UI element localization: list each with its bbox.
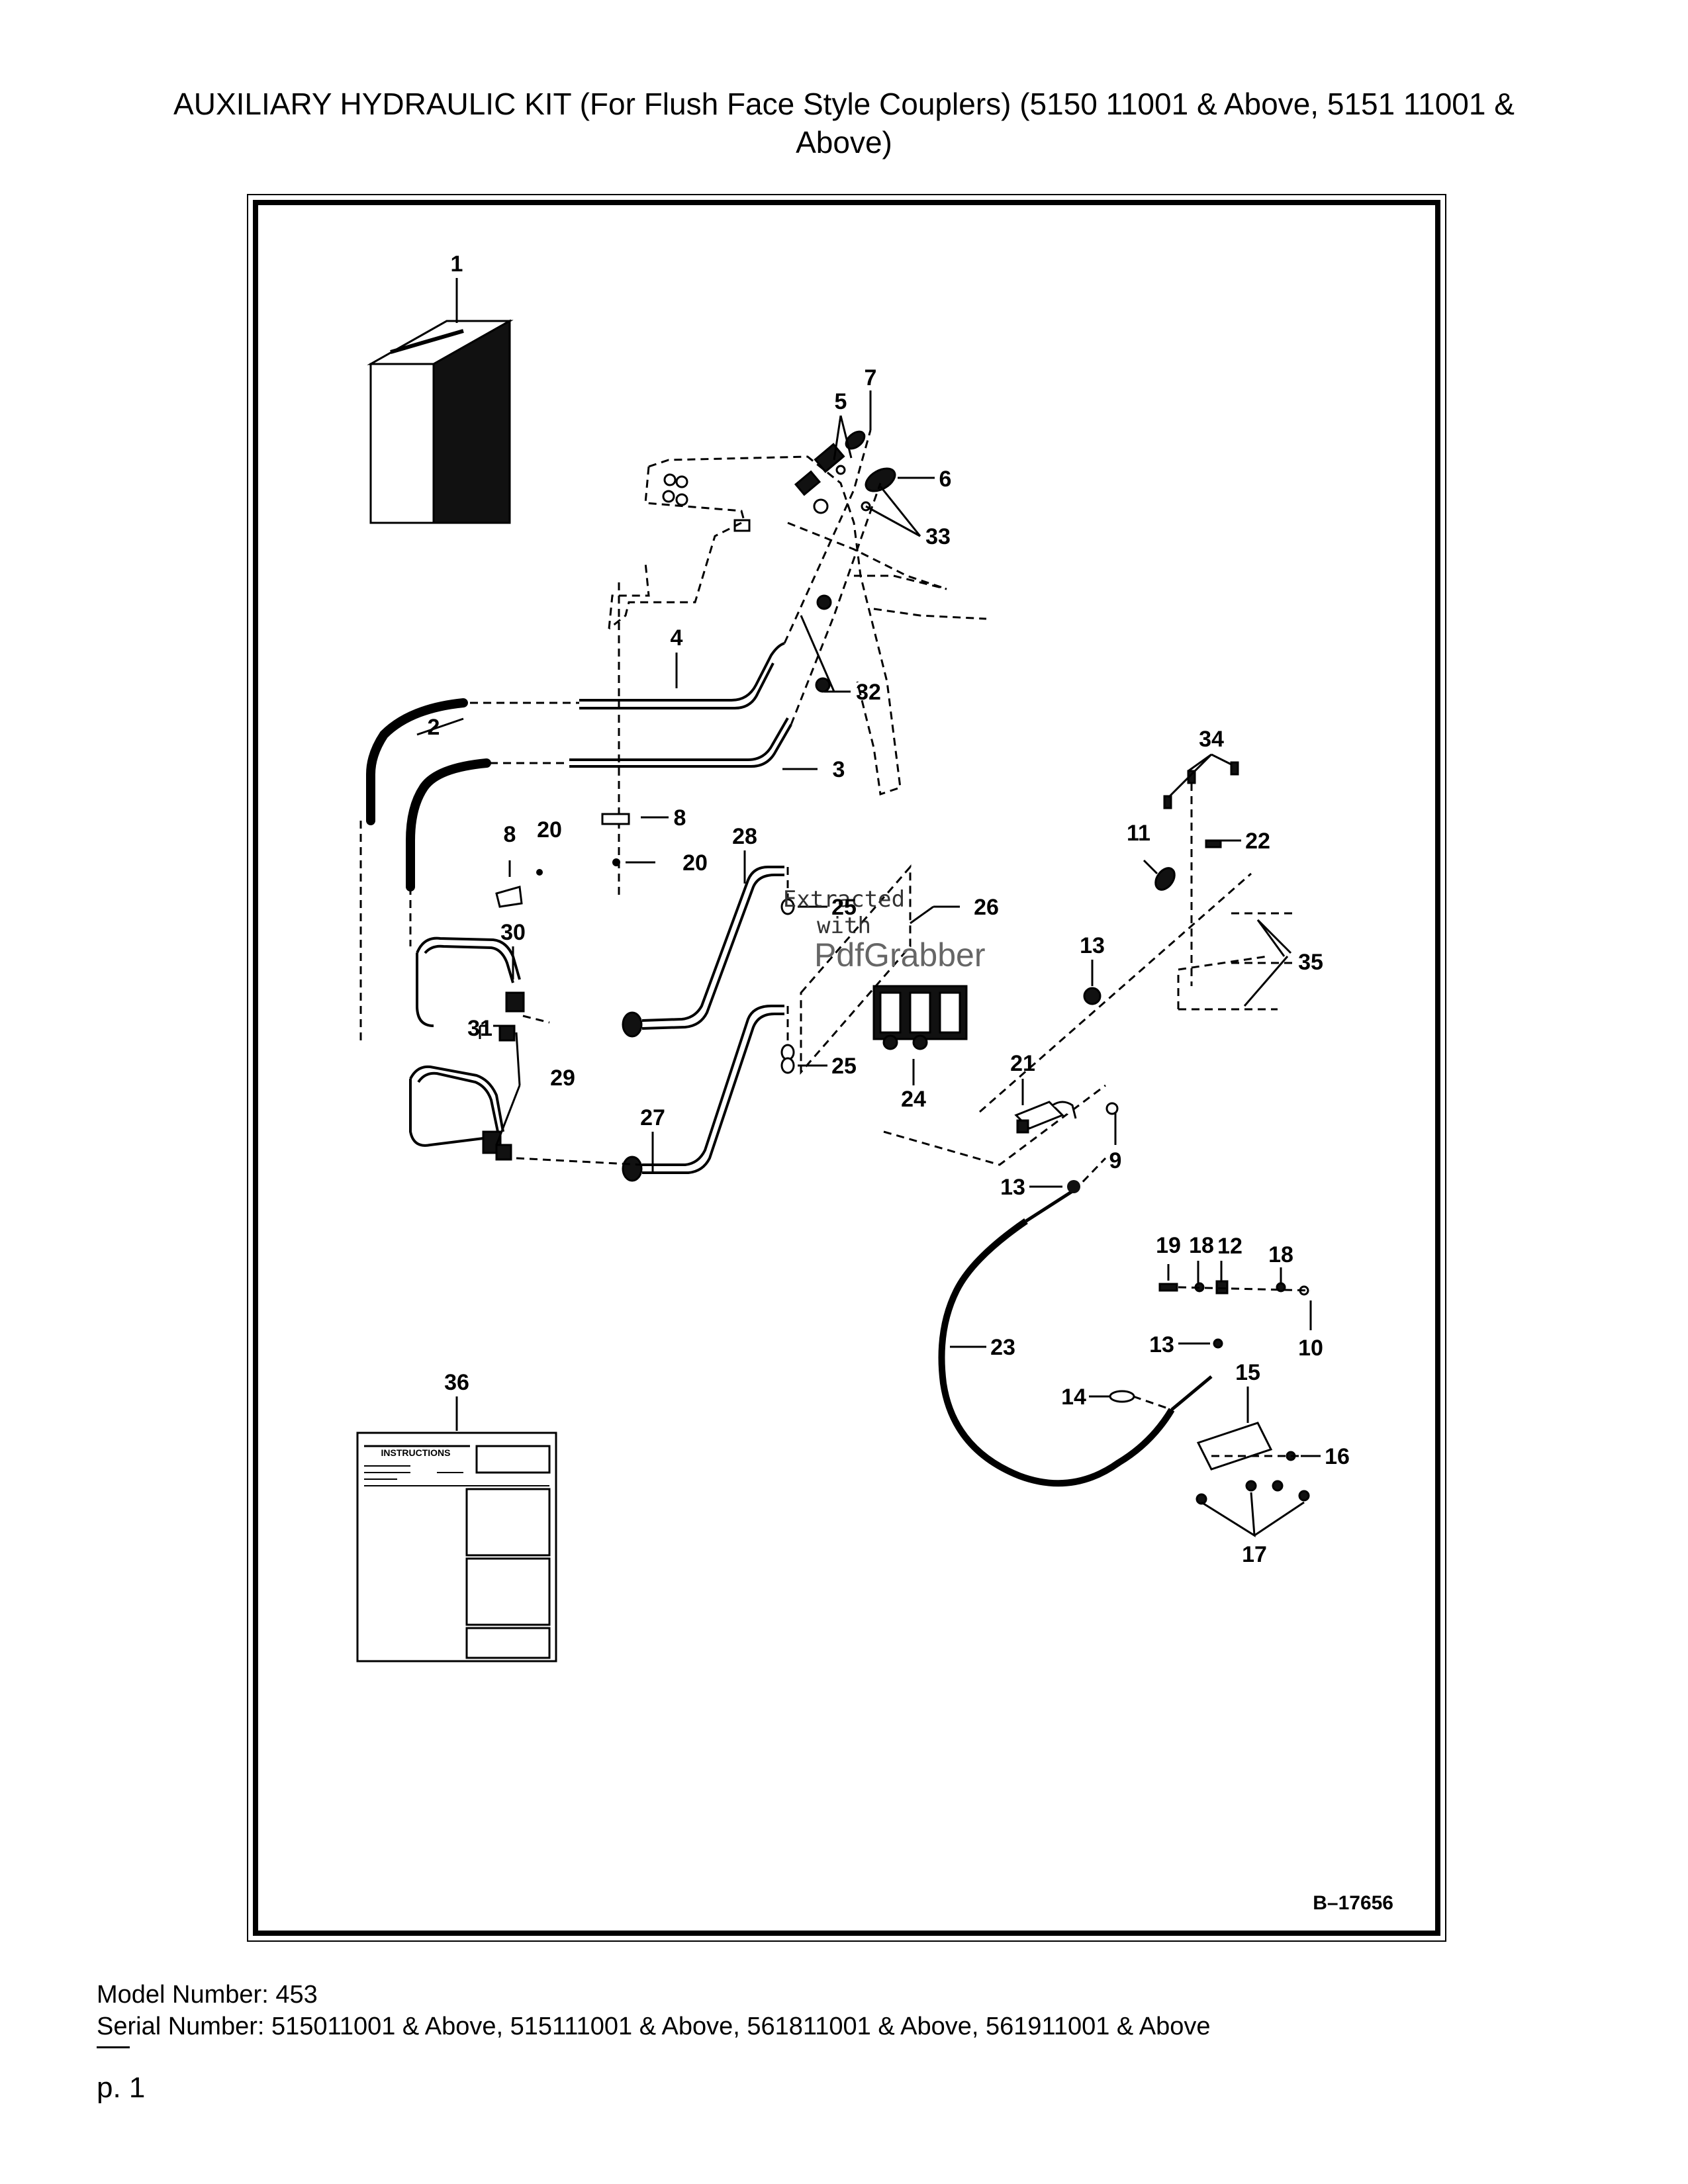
callout-33: 33 [925,524,951,549]
callout-23: 23 [990,1335,1015,1360]
instruction-sheet-heading: INSTRUCTIONS [381,1447,451,1458]
part-11-part-22 [1083,839,1222,1115]
callout-5: 5 [835,389,847,414]
callout-13c: 13 [1149,1332,1174,1357]
part-25-fittings [780,898,795,1074]
loader-frame-outline [608,455,987,796]
title-line-1: AUXILIARY HYDRAULIC KIT (For Flush Face … [173,87,1515,121]
part-23-cable [938,1189,1213,1487]
callout-28: 28 [732,824,757,849]
callout-25a: 25 [831,895,857,920]
callout-13a: 13 [1080,933,1105,958]
callout-20a: 20 [537,817,562,842]
part-15-bracket [1196,1422,1273,1471]
callout-20b: 20 [682,850,708,876]
callout-25b: 25 [831,1054,857,1079]
part-10-19-hardware [1109,1280,1309,1403]
callout-34: 34 [1199,727,1224,752]
callout-36: 36 [444,1370,469,1395]
part-1-manual-box [367,319,514,524]
callout-16: 16 [1325,1444,1350,1469]
part-couplers [794,430,896,512]
part-24-control-valve [800,864,968,1075]
watermark-line-1: Extracted [783,886,905,913]
part-8-clamps [495,813,630,908]
connection-lines-right [883,872,1297,1166]
diagram-inner-border [253,200,1440,1936]
part-2-hoses [366,698,491,891]
diagram-outer-border [247,194,1446,1942]
callout-labels: 1 2 3 4 5 6 7 8 8 9 10 11 12 13 13 13 14… [428,251,1350,1567]
callout-29: 29 [550,1066,575,1091]
loader-frame-details [662,473,829,532]
callout-21: 21 [1010,1051,1035,1076]
callout-4: 4 [671,625,683,651]
callout-31: 31 [467,1016,492,1041]
model-number: Model Number: 453 [97,1981,318,2009]
callout-1: 1 [451,251,463,277]
serial-number: Serial Number: 515011001 & Above, 515111… [97,2013,1211,2040]
callout-26: 26 [974,895,999,920]
callout-11: 11 [1127,821,1150,846]
callout-8b: 8 [504,822,516,847]
callout-18a: 18 [1189,1233,1214,1258]
callout-7: 7 [865,365,877,390]
part-36-instruction-sheet [356,1396,557,1662]
connection-lines-top [470,430,882,900]
parts-diagram: INSTRUCTIONS Extracted with PdfGrabber 1… [356,251,1393,1914]
callout-22: 22 [1245,829,1270,854]
callout-12: 12 [1217,1234,1243,1259]
part-tubes-3-4 [569,642,792,768]
part-34-bolts [1163,761,1239,809]
title-line-2: Above) [796,125,892,159]
watermark-brand: PdfGrabber [814,936,985,974]
callout-35: 35 [1298,950,1323,975]
callout-19: 19 [1156,1233,1181,1258]
watermark-line-2: with [817,913,871,939]
callout-6: 6 [939,467,952,492]
callout-13b: 13 [1000,1175,1025,1200]
callout-24: 24 [901,1087,926,1112]
callout-14: 14 [1061,1385,1086,1410]
callout-18b: 18 [1268,1242,1293,1267]
figure-code: B–17656 [1313,1892,1393,1914]
footer-divider [97,2046,130,2048]
part-29-fittings [482,991,643,1182]
callout-8a: 8 [674,805,686,831]
callout-15: 15 [1235,1360,1260,1385]
part-tubes-27-28-30-31 [409,866,784,1174]
callout-2: 2 [428,715,440,740]
page-number: p. 1 [97,2071,146,2104]
page-title: AUXILIARY HYDRAULIC KIT (For Flush Face … [93,85,1595,161]
watermark: Extracted with PdfGrabber [783,886,986,974]
callout-32: 32 [856,680,881,705]
callout-3: 3 [833,757,845,782]
callout-17: 17 [1242,1542,1267,1567]
callout-30: 30 [500,920,526,945]
callout-9: 9 [1109,1148,1122,1173]
fittings-32 [815,594,832,693]
part-21-bracket [1014,1101,1077,1134]
callout-10: 10 [1298,1336,1323,1361]
callout-27: 27 [640,1105,665,1130]
